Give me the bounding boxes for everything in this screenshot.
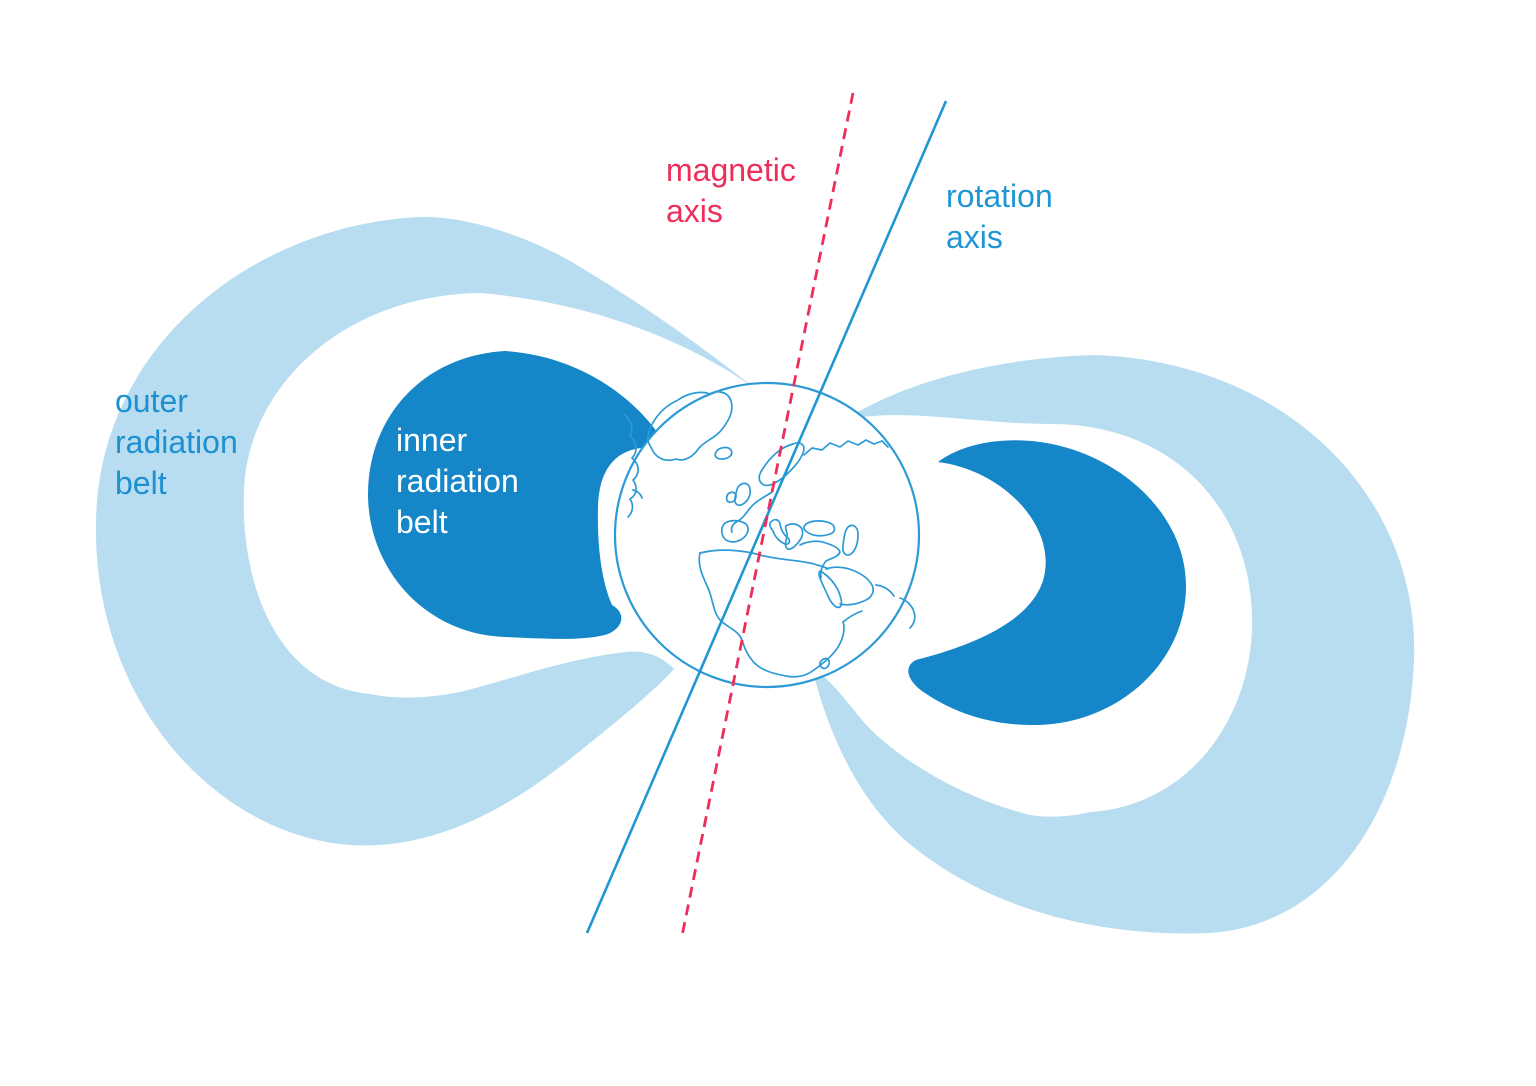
outer-radiation-belt-right — [812, 355, 1415, 934]
rotation-axis-label: rotation axis — [946, 178, 1053, 255]
magnetic-axis-label: magnetic axis — [666, 152, 796, 229]
outer-radiation-belt-left — [95, 216, 758, 846]
outer-radiation-belt-label: outer radiation belt — [115, 383, 238, 501]
globe-circle — [613, 381, 921, 689]
inner-radiation-belt-right — [908, 440, 1186, 726]
inner-radiation-belt-left — [368, 351, 668, 639]
earth-globe — [613, 381, 921, 689]
continent-outlines — [623, 390, 916, 678]
inner-radiation-belt-label: inner radiation belt — [396, 422, 519, 540]
